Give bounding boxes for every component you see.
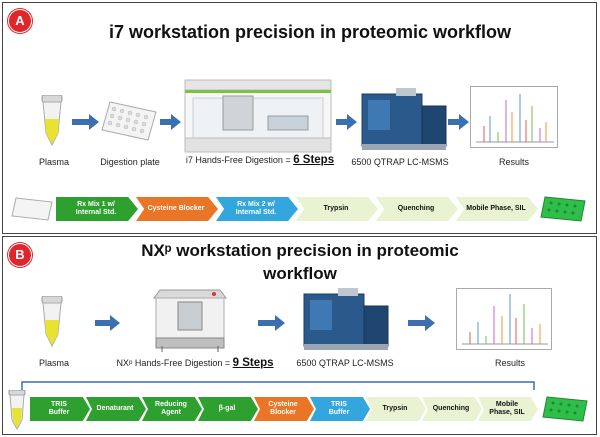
sample-plate-icon <box>11 197 53 221</box>
flow-arrow-icon <box>425 315 435 331</box>
panel-b-badge: B <box>8 243 32 267</box>
digestion-label: i7 Hands-Free Digestion = 6 Steps <box>175 154 345 166</box>
process-step-chevron: Cysteine Blocker <box>254 397 314 421</box>
process-step-chevron: Quenching <box>422 397 482 421</box>
process-step-chevron: β-gal <box>198 397 258 421</box>
results-spectrum-icon <box>470 86 558 148</box>
mass-spectrometer-icon <box>303 288 389 350</box>
digestion-prefix: i7 Hands-Free Digestion = <box>185 155 294 165</box>
process-step-label: Mobile Phase, SIL <box>489 401 525 416</box>
process-step-label: Trypsin <box>382 405 408 412</box>
process-step-chevron: Reducing Agent <box>142 397 202 421</box>
process-step-chevron: Trypsin <box>366 397 426 421</box>
plasma-tube-icon <box>41 95 63 147</box>
process-step-label: Rx Mix 2 w/ Internal Std. <box>235 201 277 216</box>
process-step-label: TRIS Buffer <box>328 401 350 416</box>
panel-b-title-line2: workflow <box>263 264 337 283</box>
digestion-steps: 6 Steps <box>293 154 335 166</box>
process-step-chevron: Quenching <box>376 197 458 221</box>
panel-a-badge: A <box>8 9 32 33</box>
i7-workstation-icon <box>184 79 332 153</box>
digestion-plate-icon <box>101 101 157 141</box>
process-step-label: Cysteine Blocker <box>147 205 205 212</box>
process-step-label: Rx Mix 1 w/ Internal Std. <box>75 201 117 216</box>
panel-a-title: i7 workstation precision in proteomic wo… <box>108 22 512 42</box>
green-plate-icon <box>540 196 586 222</box>
process-step-label: TRIS Buffer <box>48 401 70 416</box>
flow-arrow-icon <box>171 114 181 130</box>
process-step-label: Reducing Agent <box>155 401 187 416</box>
process-step-label: Denaturant <box>96 405 134 412</box>
nxp-workstation-icon <box>153 289 227 352</box>
process-step-chevron: Rx Mix 2 w/ Internal Std. <box>216 197 298 221</box>
flow-arrow-icon <box>110 315 120 331</box>
process-step-label: Quenching <box>397 205 435 212</box>
digestion-prefix: NXᵖ Hands-Free Digestion = <box>116 358 233 368</box>
process-step-chevron: Trypsin <box>296 197 378 221</box>
digestion-steps: 9 Steps <box>232 357 274 369</box>
plasma-tube-icon <box>41 296 63 348</box>
process-step-label: Cysteine Blocker <box>268 401 298 416</box>
results-label: Results <box>494 358 525 368</box>
results-label: Results <box>498 157 529 167</box>
flow-arrow-icon <box>459 114 469 130</box>
green-plate-icon <box>542 396 588 422</box>
process-step-chevron: Denaturant <box>86 397 146 421</box>
plasma-label: Plasma <box>38 358 69 368</box>
bracket-line <box>21 381 535 390</box>
results-spectrum-icon <box>456 288 552 350</box>
panel-b-title-line1: NXᵖ workstation precision in proteomic <box>141 241 459 260</box>
process-step-label: Mobile Phase, SIL <box>466 205 526 212</box>
process-step-chevron: TRIS Buffer <box>30 397 90 421</box>
plasma-label: Plasma <box>38 157 69 167</box>
process-step-chevron: Rx Mix 1 w/ Internal Std. <box>56 197 138 221</box>
process-step-chevron: TRIS Buffer <box>310 397 370 421</box>
process-step-label: Trypsin <box>323 205 349 212</box>
flow-arrow-icon <box>275 315 285 331</box>
digestion-label: NXᵖ Hands-Free Digestion = 9 Steps <box>115 357 275 369</box>
process-step-chevron: Mobile Phase, SIL <box>456 197 538 221</box>
process-step-label: β-gal <box>218 405 236 412</box>
mass-spectrometer-icon <box>361 88 447 150</box>
process-step-label: Quenching <box>432 405 470 412</box>
digestion-plate-label: Digestion plate <box>100 157 160 167</box>
plasma-tube-small-icon <box>8 390 26 430</box>
process-step-chevron: Mobile Phase, SIL <box>478 397 538 421</box>
flow-arrow-icon <box>347 114 357 130</box>
process-step-chevron: Cysteine Blocker <box>136 197 218 221</box>
ms-label: 6500 QTRAP LC-MSMS <box>296 358 394 368</box>
ms-label: 6500 QTRAP LC-MSMS <box>351 157 449 167</box>
flow-arrow-icon <box>89 114 99 130</box>
